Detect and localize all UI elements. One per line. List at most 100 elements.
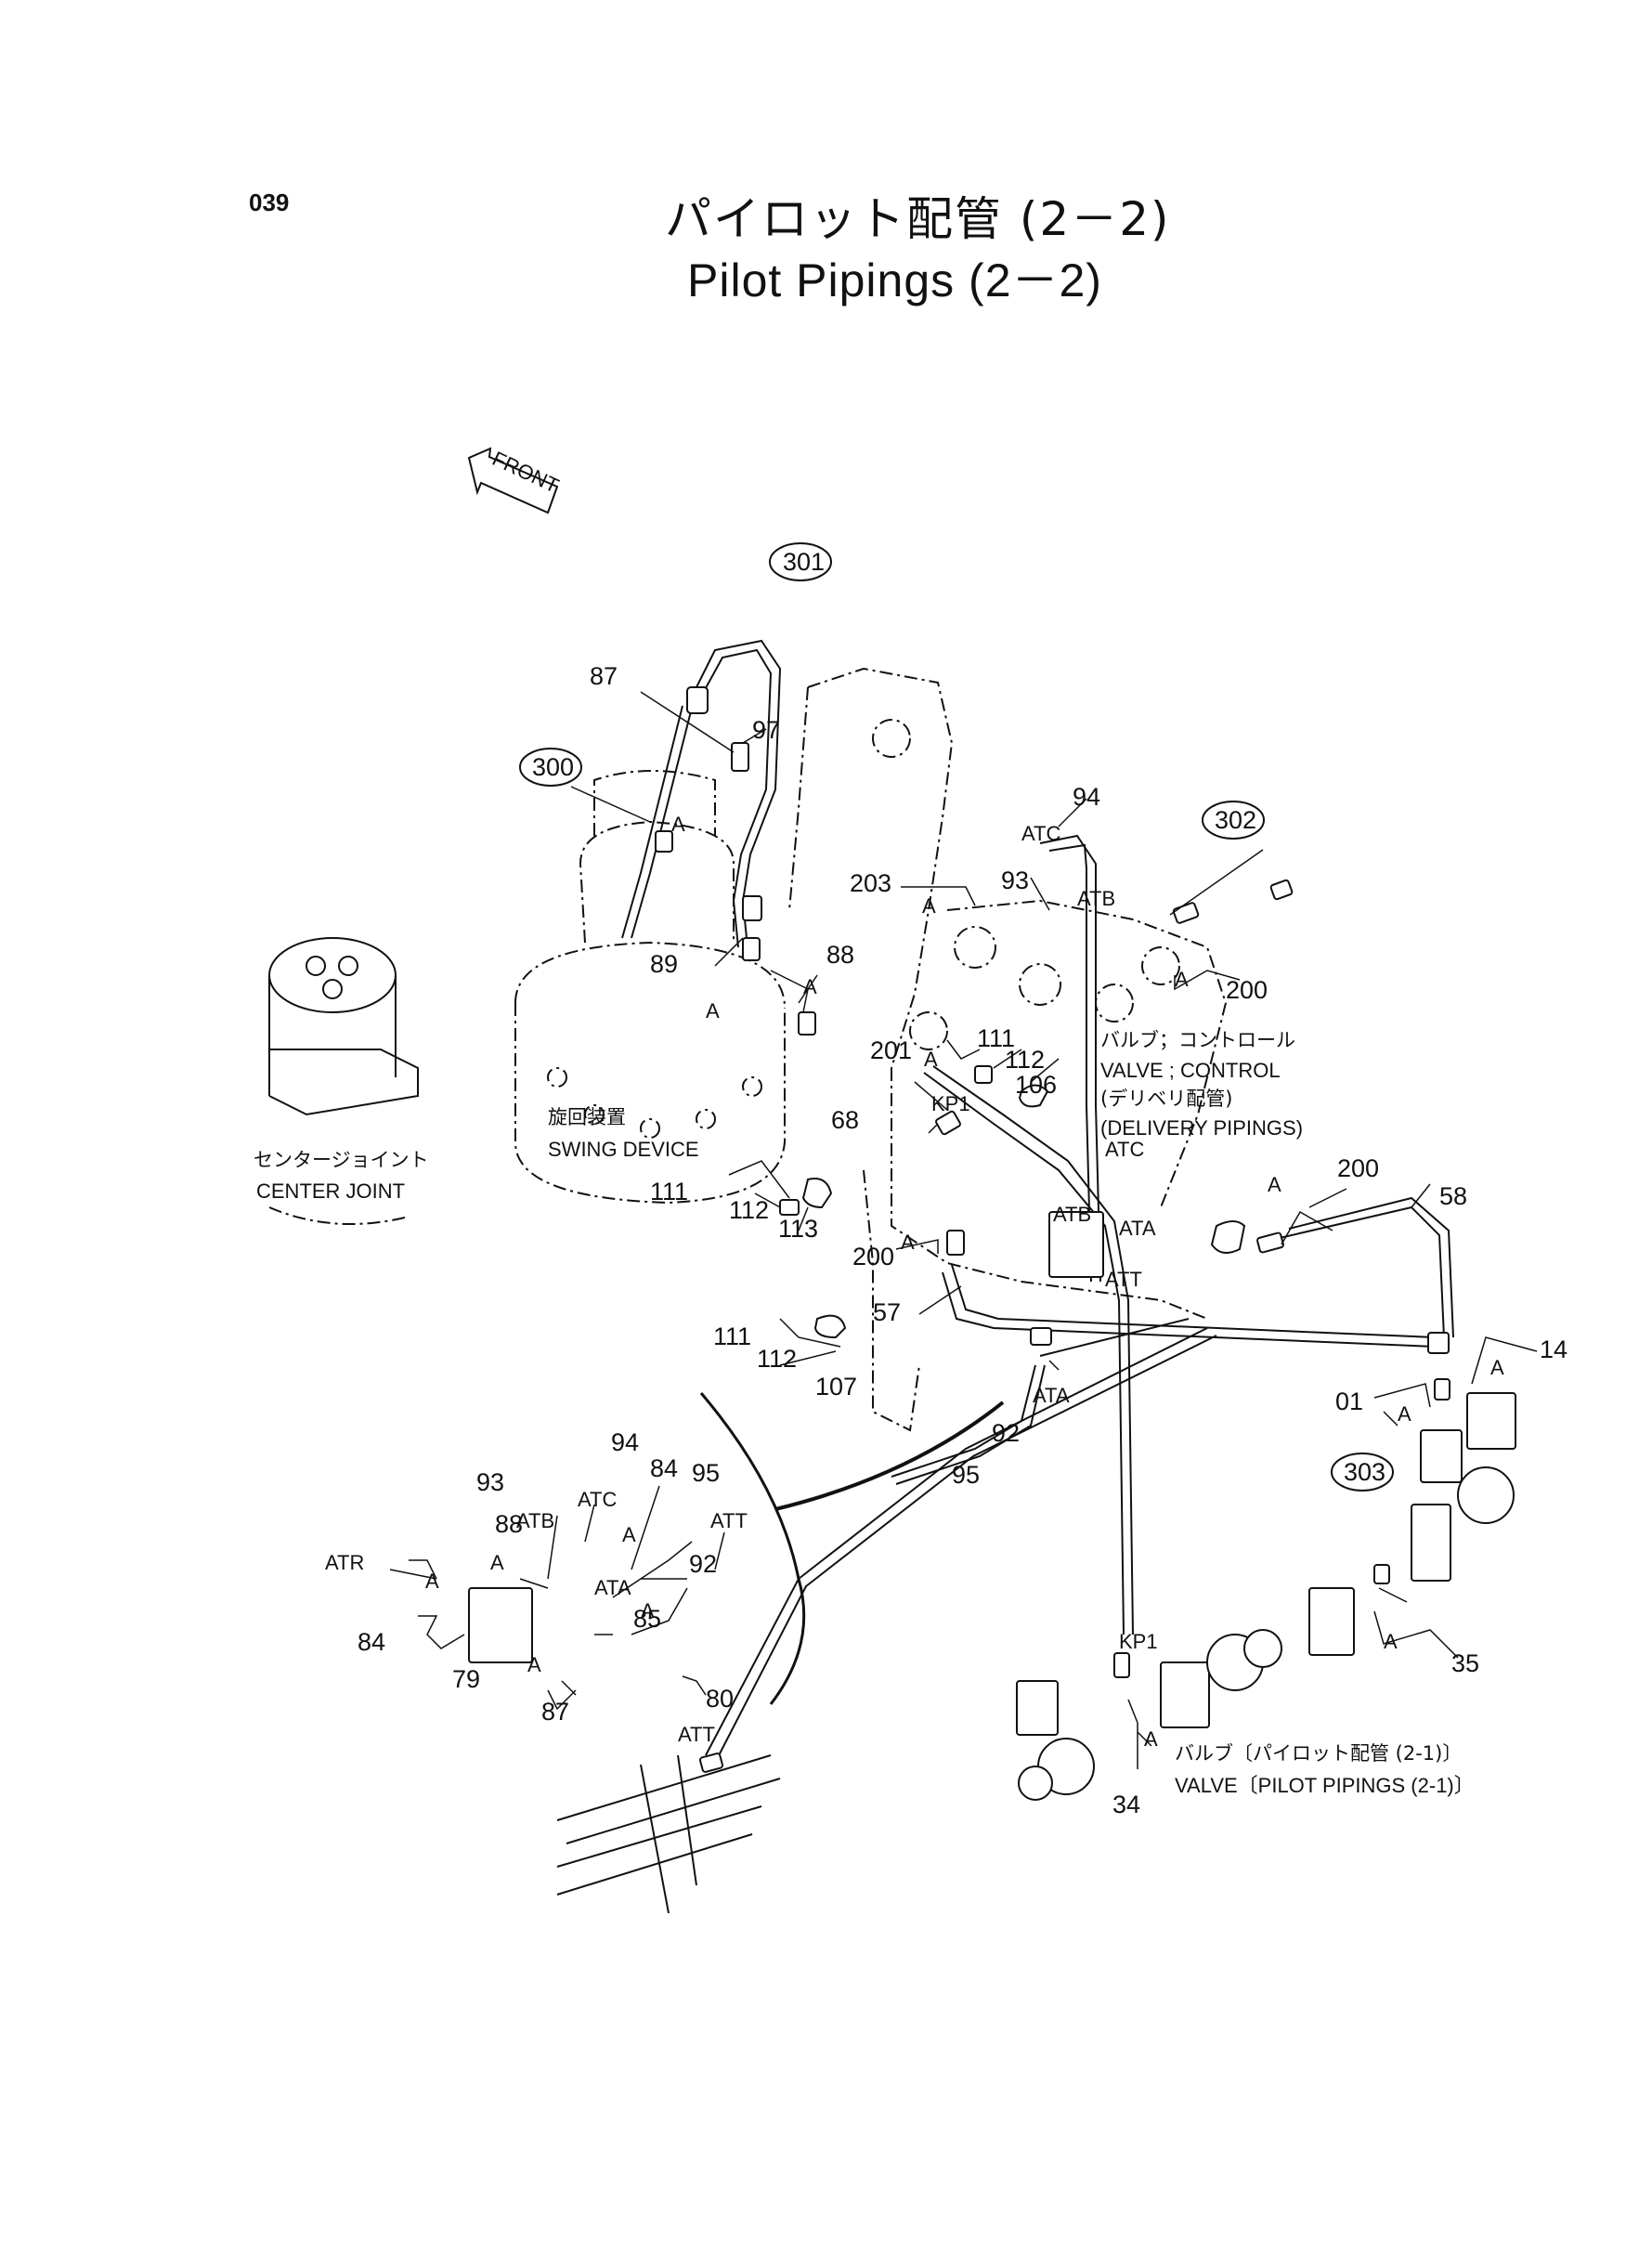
svg-text:ATR: ATR	[325, 1551, 364, 1574]
valve-control-label-jp: バルブ；コントロール	[1100, 1029, 1295, 1051]
delivery-pipings-label-en: (DELIVERY PIPINGS)	[1100, 1116, 1303, 1140]
svg-text:A: A	[490, 1551, 504, 1574]
svg-text:79: 79	[452, 1665, 480, 1693]
svg-text:68: 68	[831, 1106, 859, 1134]
svg-text:01: 01	[1335, 1388, 1363, 1415]
svg-text:112: 112	[757, 1345, 797, 1373]
svg-text:87: 87	[541, 1698, 569, 1726]
leader-lines	[389, 691, 1538, 1769]
svg-text:A: A	[1144, 1727, 1158, 1751]
svg-text:KP1: KP1	[1119, 1630, 1158, 1653]
svg-text:92: 92	[992, 1419, 1020, 1447]
svg-text:ATB: ATB	[1053, 1203, 1091, 1226]
title-english: Pilot Pipings (2－2)	[687, 254, 1102, 306]
svg-text:ATA: ATA	[1119, 1217, 1156, 1240]
svg-text:A: A	[1490, 1356, 1504, 1379]
svg-text:94: 94	[1073, 783, 1100, 811]
valve-control-label-en: VALVE ; CONTROL	[1100, 1059, 1281, 1082]
svg-text:301: 301	[783, 548, 825, 576]
svg-text:A: A	[1384, 1630, 1398, 1653]
svg-text:80: 80	[706, 1685, 734, 1713]
svg-text:A: A	[1268, 1173, 1281, 1196]
fittings	[468, 686, 1516, 1801]
svg-text:ATT: ATT	[710, 1509, 748, 1532]
svg-text:97: 97	[752, 716, 780, 744]
swing-device-label-en: SWING DEVICE	[548, 1138, 699, 1161]
delivery-pipings-label-jp: (デリベリ配管)	[1100, 1088, 1232, 1110]
svg-text:302: 302	[1215, 806, 1256, 834]
control-valve-outline	[788, 667, 1228, 1432]
page-number: 039	[249, 189, 290, 216]
svg-text:A: A	[425, 1570, 439, 1593]
svg-text:85: 85	[633, 1605, 661, 1633]
valve-pilot-label-jp: バルブ〔パイロット配管 (2-1)〕	[1175, 1742, 1462, 1765]
svg-text:93: 93	[1001, 866, 1029, 894]
svg-text:112: 112	[729, 1196, 769, 1224]
component-labels: 旋回装置 SWING DEVICE センタージョイント CENTER JOINT…	[254, 1029, 1475, 1797]
circled-ref-302: 302	[1202, 801, 1265, 840]
svg-text:A: A	[671, 813, 685, 836]
center-joint-label-en: CENTER JOINT	[256, 1179, 405, 1203]
svg-text:58: 58	[1439, 1182, 1467, 1210]
svg-text:ATC: ATC	[578, 1488, 617, 1511]
port-labels: ATC ATB ATB ATC ATA ATT ATA KP1 KP1 ATB …	[325, 813, 1504, 1751]
circled-ref-301: 301	[769, 542, 832, 581]
svg-text:A: A	[922, 894, 936, 918]
part-number-callouts: 87 97 94 93 203 88 89 200 111 112 106 20…	[358, 662, 1567, 1818]
svg-text:88: 88	[495, 1510, 523, 1538]
svg-text:A: A	[527, 1653, 541, 1676]
svg-text:14: 14	[1540, 1335, 1567, 1363]
svg-text:300: 300	[532, 753, 574, 781]
svg-text:A: A	[924, 1048, 938, 1071]
front-arrow-icon: FRONT	[467, 447, 563, 515]
svg-text:A: A	[641, 1599, 655, 1622]
swing-device-label-jp: 旋回装置	[548, 1106, 626, 1128]
svg-text:84: 84	[650, 1454, 678, 1482]
svg-text:93: 93	[476, 1468, 504, 1496]
center-joint-label-jp: センタージョイント	[254, 1149, 429, 1171]
svg-text:A: A	[1175, 968, 1189, 991]
svg-text:ATT: ATT	[678, 1723, 715, 1746]
svg-text:ATA: ATA	[594, 1576, 631, 1599]
svg-text:94: 94	[611, 1428, 639, 1456]
svg-text:107: 107	[815, 1373, 857, 1401]
front-label: FRONT	[488, 447, 562, 498]
svg-text:A: A	[803, 975, 817, 998]
svg-text:200: 200	[1337, 1154, 1379, 1182]
svg-text:112: 112	[1005, 1046, 1045, 1074]
svg-text:111: 111	[650, 1178, 688, 1205]
valve-pilot-label-en: VALVE〔PILOT PIPINGS (2-1)〕	[1175, 1774, 1475, 1797]
svg-text:A: A	[1398, 1402, 1411, 1426]
svg-text:89: 89	[650, 950, 678, 978]
svg-text:95: 95	[952, 1461, 980, 1489]
svg-text:35: 35	[1451, 1649, 1479, 1677]
svg-text:200: 200	[852, 1243, 894, 1270]
svg-text:88: 88	[826, 941, 854, 969]
svg-text:92: 92	[689, 1550, 717, 1578]
circled-ref-303: 303	[1331, 1453, 1394, 1492]
svg-text:A: A	[706, 999, 720, 1023]
svg-text:200: 200	[1226, 976, 1268, 1004]
svg-text:ATC: ATC	[1105, 1138, 1144, 1161]
svg-text:ATT: ATT	[1105, 1268, 1142, 1291]
svg-text:303: 303	[1344, 1458, 1385, 1486]
svg-text:ATC: ATC	[1021, 822, 1060, 845]
svg-text:84: 84	[358, 1628, 385, 1656]
svg-text:111: 111	[713, 1322, 751, 1350]
svg-text:113: 113	[778, 1215, 818, 1243]
center-joint-drawing	[268, 937, 419, 1225]
circled-ref-300: 300	[519, 748, 582, 787]
svg-text:111: 111	[977, 1024, 1015, 1052]
title-japanese: パイロット配管 (2－2)	[665, 192, 1171, 246]
svg-text:203: 203	[850, 869, 891, 897]
svg-text:57: 57	[873, 1298, 901, 1326]
pilot-pipes	[556, 639, 1454, 1914]
svg-text:34: 34	[1112, 1791, 1140, 1818]
svg-text:106: 106	[1015, 1071, 1057, 1099]
svg-text:KP1: KP1	[931, 1092, 970, 1115]
svg-text:201: 201	[870, 1036, 912, 1064]
svg-text:95: 95	[692, 1459, 720, 1487]
svg-text:ATB: ATB	[516, 1509, 554, 1532]
